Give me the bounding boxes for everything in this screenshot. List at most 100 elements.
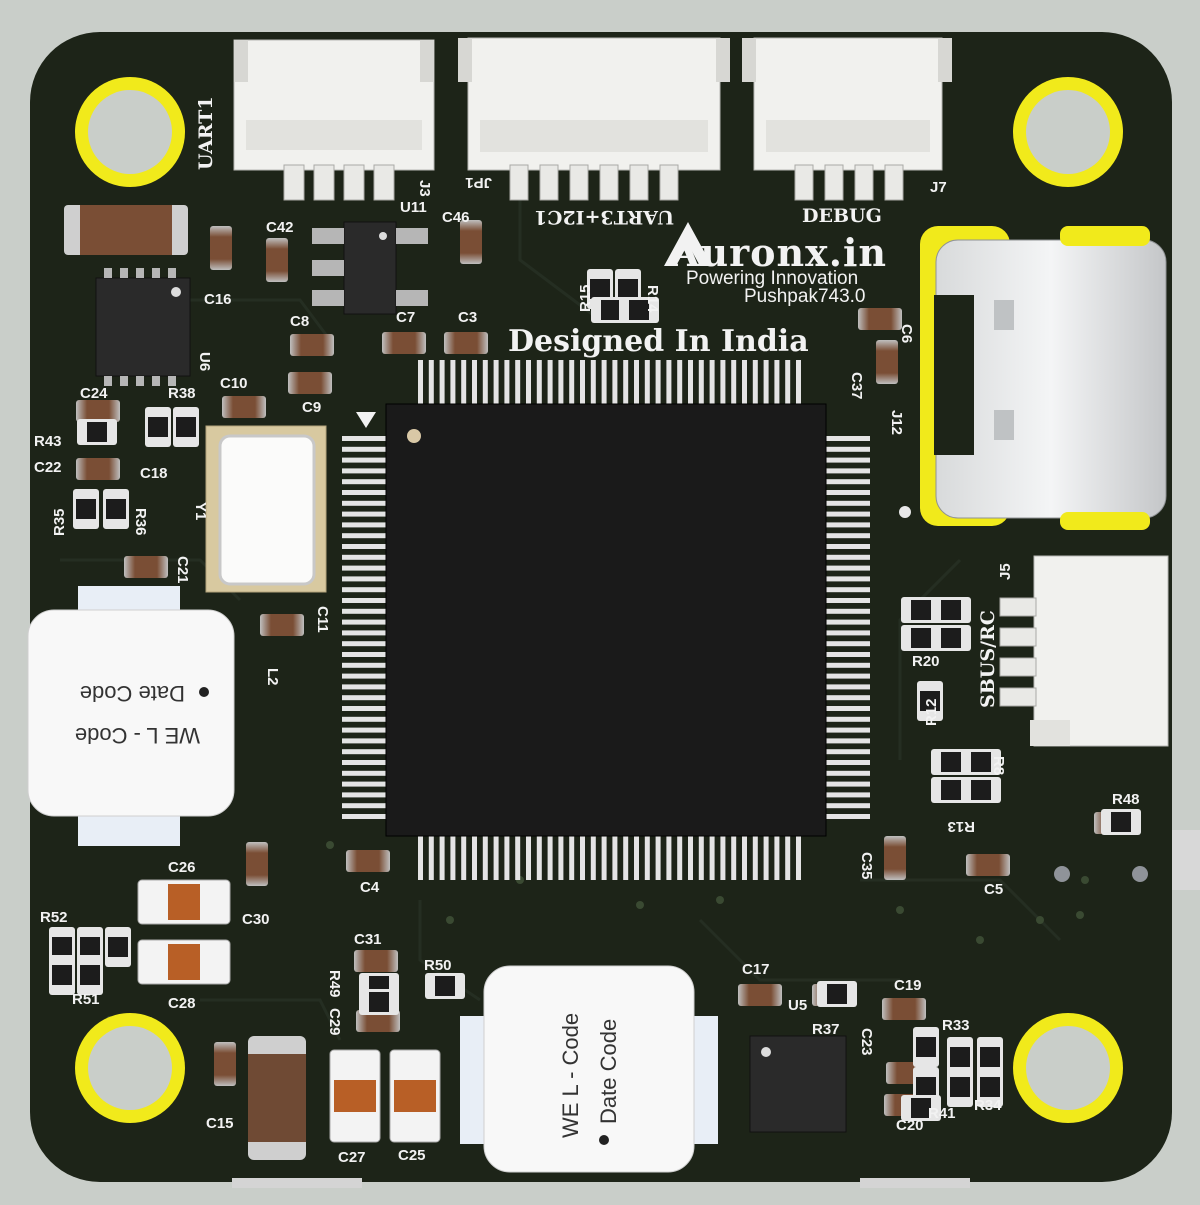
ref-label: C5 bbox=[984, 881, 1003, 898]
mounting-hole bbox=[1013, 1013, 1123, 1123]
mcu-pin bbox=[504, 836, 510, 880]
ref-label: C31 bbox=[354, 931, 382, 948]
mcu-pin bbox=[428, 360, 434, 404]
capacitor-c27 bbox=[329, 1049, 381, 1143]
mcu-pin bbox=[342, 662, 386, 668]
capacitor bbox=[124, 556, 168, 578]
resistor bbox=[913, 1027, 939, 1067]
mcu-pin bbox=[677, 836, 683, 880]
mcu-pin bbox=[342, 446, 386, 452]
mcu-pin bbox=[826, 619, 870, 625]
mcu-pin bbox=[342, 544, 386, 549]
ref-label: C16 bbox=[204, 291, 232, 308]
mcu-pin bbox=[342, 468, 386, 474]
mcu-pin bbox=[623, 836, 629, 880]
mcu-pin bbox=[342, 770, 386, 776]
mcu-pin bbox=[342, 814, 386, 819]
mcu-pin bbox=[720, 836, 726, 880]
tagline: Powering Innovation bbox=[686, 268, 858, 289]
u6-chip bbox=[95, 268, 191, 386]
mcu-pin bbox=[342, 684, 386, 690]
mcu-pin bbox=[342, 760, 386, 765]
mcu-pin bbox=[569, 360, 575, 404]
ref-label: R34 bbox=[974, 1097, 1002, 1114]
mcu-pin bbox=[342, 716, 386, 722]
mcu-pin bbox=[580, 360, 585, 404]
resistor bbox=[619, 297, 659, 323]
mcu-pin bbox=[644, 836, 650, 880]
capacitor bbox=[966, 854, 1010, 876]
inductor-l2 bbox=[27, 586, 235, 846]
mcu-pin bbox=[698, 360, 704, 404]
mcu-pin bbox=[439, 836, 445, 880]
mcu-pin bbox=[826, 533, 870, 539]
ref-label: R48 bbox=[1112, 791, 1140, 808]
imu-chip bbox=[749, 1035, 847, 1133]
ref-label: R33 bbox=[942, 1017, 970, 1034]
capacitor bbox=[246, 842, 268, 886]
ref-label: C7 bbox=[396, 309, 415, 326]
mcu-pin bbox=[547, 360, 553, 404]
debug-connector bbox=[742, 37, 952, 201]
mcu-pin bbox=[342, 803, 386, 809]
mcu-pin bbox=[826, 587, 870, 593]
resistor bbox=[1101, 809, 1141, 835]
sbus-rc-label: SBUS/RC bbox=[977, 610, 999, 708]
capacitor bbox=[288, 372, 332, 394]
mcu-pin bbox=[461, 836, 467, 880]
mcu-pin bbox=[558, 836, 564, 880]
uart1-connector bbox=[233, 39, 435, 201]
mcu-pin bbox=[763, 836, 769, 880]
ref-label: R38 bbox=[168, 385, 196, 402]
origin-text: Designed In India bbox=[508, 324, 809, 359]
mcu-pin bbox=[482, 836, 488, 880]
mcu-pin bbox=[634, 360, 639, 404]
ref-label: C46 bbox=[442, 209, 470, 226]
ref-label: C11 bbox=[314, 606, 331, 633]
mcu-pin bbox=[742, 836, 747, 880]
mounting-hole bbox=[75, 77, 185, 187]
mcu-pin bbox=[826, 695, 870, 701]
led-indicator bbox=[1132, 866, 1148, 882]
mcu-pin bbox=[655, 836, 661, 880]
mcu-pin bbox=[515, 836, 521, 880]
resistor bbox=[961, 749, 1001, 775]
ref-label: R13 bbox=[947, 818, 975, 835]
mcu-pin bbox=[826, 684, 870, 690]
inductor-bottom-line1: WE L - Code bbox=[558, 1013, 583, 1138]
resistor bbox=[105, 927, 131, 967]
mcu-pin bbox=[785, 360, 791, 404]
mcu-pin bbox=[526, 360, 531, 404]
mcu-pin bbox=[612, 360, 618, 404]
capacitor bbox=[76, 458, 120, 480]
ref-label: R50 bbox=[424, 957, 452, 974]
ref-label: R52 bbox=[40, 909, 68, 926]
mcu-pin bbox=[826, 673, 870, 679]
mcu-pin bbox=[742, 360, 747, 404]
mcu-pin bbox=[418, 360, 423, 404]
mcu-pin bbox=[826, 457, 870, 463]
resistor bbox=[73, 489, 99, 529]
mcu-pin bbox=[342, 436, 386, 441]
mcu-pin bbox=[623, 360, 629, 404]
logo-text: Auronx.in bbox=[669, 230, 887, 275]
mcu-pin bbox=[342, 522, 386, 528]
mcu-pin bbox=[515, 360, 521, 404]
ref-label: C9 bbox=[302, 399, 321, 416]
ref-label: R15 bbox=[577, 284, 594, 312]
ref-label: R49 bbox=[326, 970, 343, 998]
mcu-pin bbox=[342, 479, 386, 485]
ref-label: J7 bbox=[930, 179, 947, 196]
mcu-pin bbox=[342, 706, 386, 711]
inductor-bottom-line2: Date Code bbox=[596, 1019, 621, 1124]
mcu-pin bbox=[731, 360, 737, 404]
mcu-pin bbox=[698, 836, 704, 880]
mcu-pin bbox=[342, 565, 386, 571]
ref-label: C17 bbox=[742, 961, 770, 978]
mounting-hole bbox=[1013, 77, 1123, 187]
ref-label: R37 bbox=[812, 1021, 840, 1038]
mcu-pin bbox=[826, 781, 870, 787]
mcu-pin bbox=[826, 565, 870, 571]
ref-label: J3 bbox=[416, 180, 433, 197]
ref-label: C4 bbox=[360, 879, 380, 896]
